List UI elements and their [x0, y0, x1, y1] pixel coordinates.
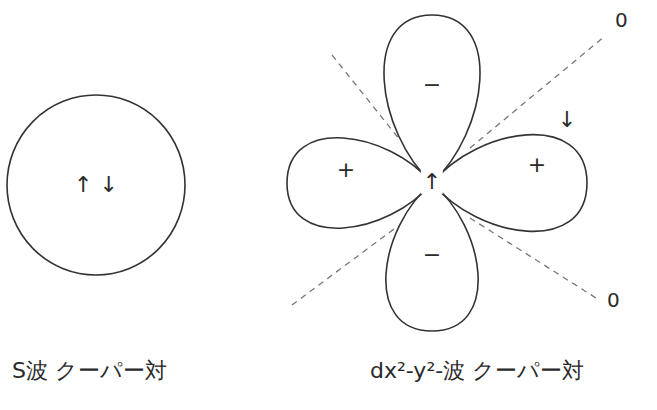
node-line [332, 55, 400, 140]
node-line [292, 226, 398, 305]
node-line [470, 218, 596, 298]
d-wave-lobe [386, 183, 478, 331]
d-wave-pair: − + + − ↑ ↓ [280, 8, 610, 348]
s-wave-circle [7, 95, 185, 275]
d-wave-lobe [384, 15, 480, 183]
sign-plus: + [335, 158, 357, 182]
node-line [470, 36, 605, 148]
d-wave-lobe [287, 138, 432, 228]
caption-s-wave: S波 クーパー対 [12, 358, 167, 384]
sign-plus: + [526, 153, 548, 177]
node-outline [280, 8, 610, 348]
sign-minus: − [421, 73, 443, 97]
d-wave-lobe [432, 135, 587, 232]
zero-label: 0 [615, 8, 628, 32]
spin-up: ↑ [421, 170, 443, 194]
zero-label: 0 [607, 288, 620, 312]
spin-down: ↓ [556, 108, 578, 132]
sign-minus: − [421, 243, 443, 267]
s-wave-pair: ↑ ↓ [5, 93, 187, 277]
spin-pair: ↑ ↓ [72, 173, 120, 197]
caption-d-wave: dx²-y²-波 クーパー対 [370, 358, 584, 384]
